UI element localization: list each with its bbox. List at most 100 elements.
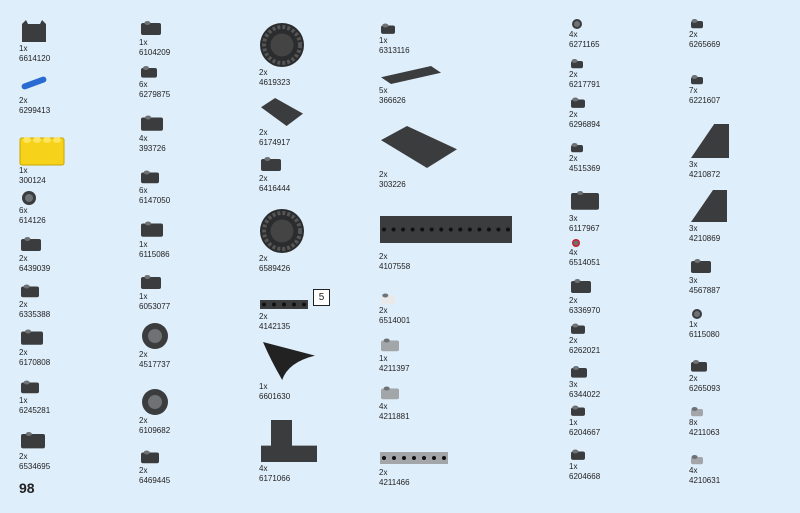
part-quantity: 1x [19, 396, 28, 405]
part-quantity: 4x [689, 466, 698, 475]
grey-plate-icon [689, 406, 799, 418]
part-code: 6204667 [569, 428, 601, 437]
blaster-icon [19, 428, 129, 452]
step-badge: 5 [313, 289, 330, 306]
part-code: 6115086 [139, 250, 170, 259]
part-code: 4211063 [689, 428, 720, 437]
page-number: 98 [19, 480, 35, 496]
grey-plate-icon [379, 336, 489, 354]
part-code: 6614120 [19, 54, 51, 63]
slope-tile-icon [689, 256, 799, 276]
part-code: 4210869 [689, 234, 721, 243]
part-code: 6221607 [689, 96, 721, 105]
part-quantity: 3x [689, 224, 698, 233]
brick-studs-side-icon [569, 186, 679, 214]
technic-brick-16-icon [379, 198, 512, 252]
part-quantity: 2x [259, 254, 268, 263]
round-plate-icon [689, 308, 799, 320]
tile-clip-icon [689, 454, 799, 466]
part-quantity: 4x [569, 248, 578, 257]
bat-mask-icon [19, 18, 129, 44]
part-code: 6117967 [569, 224, 600, 233]
part-code: 6299413 [19, 106, 51, 115]
plate-6x6-icon [379, 124, 489, 170]
plate-bar-icon [689, 74, 799, 86]
part-code: 6534695 [19, 462, 51, 471]
part-quantity: 2x [569, 296, 578, 305]
part-code: 6053077 [139, 302, 171, 311]
slope-small-icon [569, 322, 679, 336]
part-quantity: 7x [689, 86, 698, 95]
part-quantity: 2x [19, 96, 28, 105]
part-quantity: 2x [19, 300, 28, 309]
jumper-plate-icon [569, 364, 679, 380]
part-code: 614126 [19, 216, 46, 225]
part-code: 4211881 [379, 412, 410, 421]
part-quantity: 1x [139, 240, 148, 249]
part-code: 4211397 [379, 364, 410, 373]
part-code: 6589426 [259, 264, 291, 273]
part-code: 4619323 [259, 78, 291, 87]
tire-icon [259, 208, 369, 254]
plate-bar-icon [569, 96, 679, 110]
bar-with-handle-icon [139, 18, 249, 38]
technic-beam-4-icon [259, 294, 369, 312]
jumper-plate-icon [139, 448, 249, 466]
blue-axle-pin-icon [19, 70, 129, 96]
part-quantity: 3x [569, 380, 578, 389]
part-quantity: 2x [569, 70, 578, 79]
part-code: 6601630 [259, 392, 291, 401]
part-quantity: 2x [379, 252, 388, 261]
part-quantity: 3x [689, 160, 698, 169]
hinge-plate-icon [139, 112, 249, 134]
part-code: 6335388 [19, 310, 51, 319]
part-code: 6265093 [689, 384, 721, 393]
round-plate-1x1-icon [19, 190, 129, 206]
part-code: 6217791 [569, 80, 601, 89]
part-code: 4517737 [139, 360, 171, 369]
part-quantity: 2x [689, 374, 698, 383]
part-quantity: 1x [19, 44, 28, 53]
part-code: 4567887 [689, 286, 721, 295]
part-quantity: 8x [689, 418, 698, 427]
grey-plate-icon [379, 384, 489, 402]
part-code: 6416444 [259, 184, 291, 193]
part-quantity: 4x [259, 464, 268, 473]
bar-clip-icon [569, 276, 679, 296]
part-quantity: 2x [259, 128, 268, 137]
white-plate-icon [379, 292, 489, 306]
wedge-plate-icon [689, 122, 799, 160]
part-quantity: 6x [139, 80, 148, 89]
part-quantity: 1x [379, 36, 388, 45]
grey-technic-brick-icon [379, 444, 489, 468]
bar-holder-icon [19, 378, 129, 396]
part-quantity: 2x [569, 154, 578, 163]
part-code: 6147050 [139, 196, 171, 205]
connector-peg-icon [139, 64, 249, 80]
part-quantity: 2x [139, 416, 148, 425]
fin-plate-icon [569, 404, 679, 418]
part-quantity: 1x [139, 38, 148, 47]
part-quantity: 1x [569, 462, 578, 471]
part-code: 4211466 [379, 478, 410, 487]
wrench-clip-icon [19, 234, 129, 254]
